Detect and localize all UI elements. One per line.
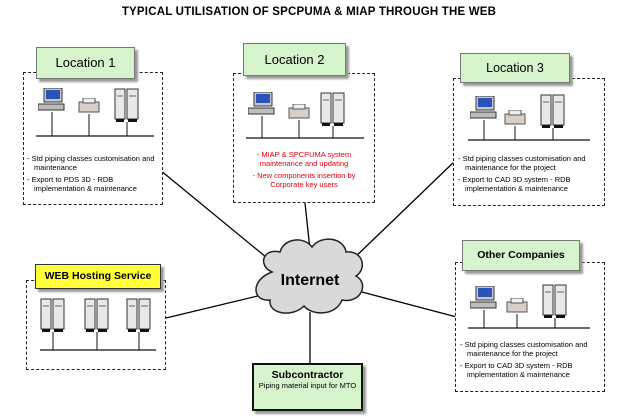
list-item: Export to PDS 3D - RDB implementation & … [27,175,159,193]
link-other-companies [361,291,469,321]
location2-network [240,92,366,142]
subcontractor-label: Subcontractor [271,369,344,381]
other-companies-label-text: Other Companies [477,249,565,261]
internet-label: Internet [280,272,340,289]
list-item: MIAP & SPCPUMA system maintenance and up… [237,150,371,168]
lan-bus [40,332,156,351]
location3-bullets: Std piping classes customisation and mai… [458,154,600,198]
location1-label-text: Location 1 [55,55,116,70]
server-icon [40,298,65,332]
printer-icon [504,110,526,125]
web-hosting-label: WEB Hosting Service [35,264,161,289]
lan-bus [468,310,590,329]
web-hosting-label-text: WEB Hosting Service [44,270,152,282]
internet-cloud [255,238,364,314]
printer-icon [506,298,528,313]
link-web-hosting [165,293,267,319]
workstation-icon [248,92,275,115]
server-icon [542,284,567,318]
list-item: Export to CAD 3D system - RDB implementa… [460,361,602,379]
server-icon [126,298,151,332]
workstation-icon [470,286,497,309]
server-icon [114,88,139,122]
other-companies-network [462,282,594,332]
location1-label: Location 1 [36,47,135,79]
printer-icon [288,104,310,119]
location3-label: Location 3 [460,53,570,83]
list-item: Std piping classes customisation and mai… [460,340,602,358]
page-title: TYPICAL UTILISATION OF SPCPUMA & MIAP TH… [121,6,497,18]
location1-bullets: Std piping classes customisation and mai… [27,154,159,198]
list-item: Std piping classes customisation and mai… [27,154,159,172]
other-companies-label: Other Companies [462,240,580,271]
location3-network [462,92,594,144]
printer-icon [78,98,100,113]
location1-network [30,88,156,140]
link-location3 [349,159,457,263]
list-item: Export to CAD 3D system - RDB implementa… [458,175,600,193]
list-item: Std piping classes customisation and mai… [458,154,600,172]
server-icon [320,92,345,126]
lan-bus [36,112,154,137]
lan-bus [468,120,590,141]
location2-bullets: MIAP & SPCPUMA system maintenance and up… [237,150,371,194]
location2-label: Location 2 [243,43,346,76]
link-location1 [159,169,273,263]
server-icon [84,298,109,332]
link-location2 [304,202,311,251]
subcontractor-box: Subcontractor Piping material input for … [252,363,363,411]
workstation-icon [38,88,65,111]
location3-label-text: Location 3 [486,61,544,75]
server-icon [540,94,565,128]
lan-bus [246,116,364,139]
web-hosting-network [34,298,160,358]
subcontractor-sublabel: Piping material input for MTO [258,381,357,390]
list-item: New components insertion by Corporate ke… [237,171,371,189]
location2-label-text: Location 2 [264,52,325,67]
workstation-icon [470,96,497,119]
other-companies-bullets: Std piping classes customisation and mai… [460,340,602,384]
